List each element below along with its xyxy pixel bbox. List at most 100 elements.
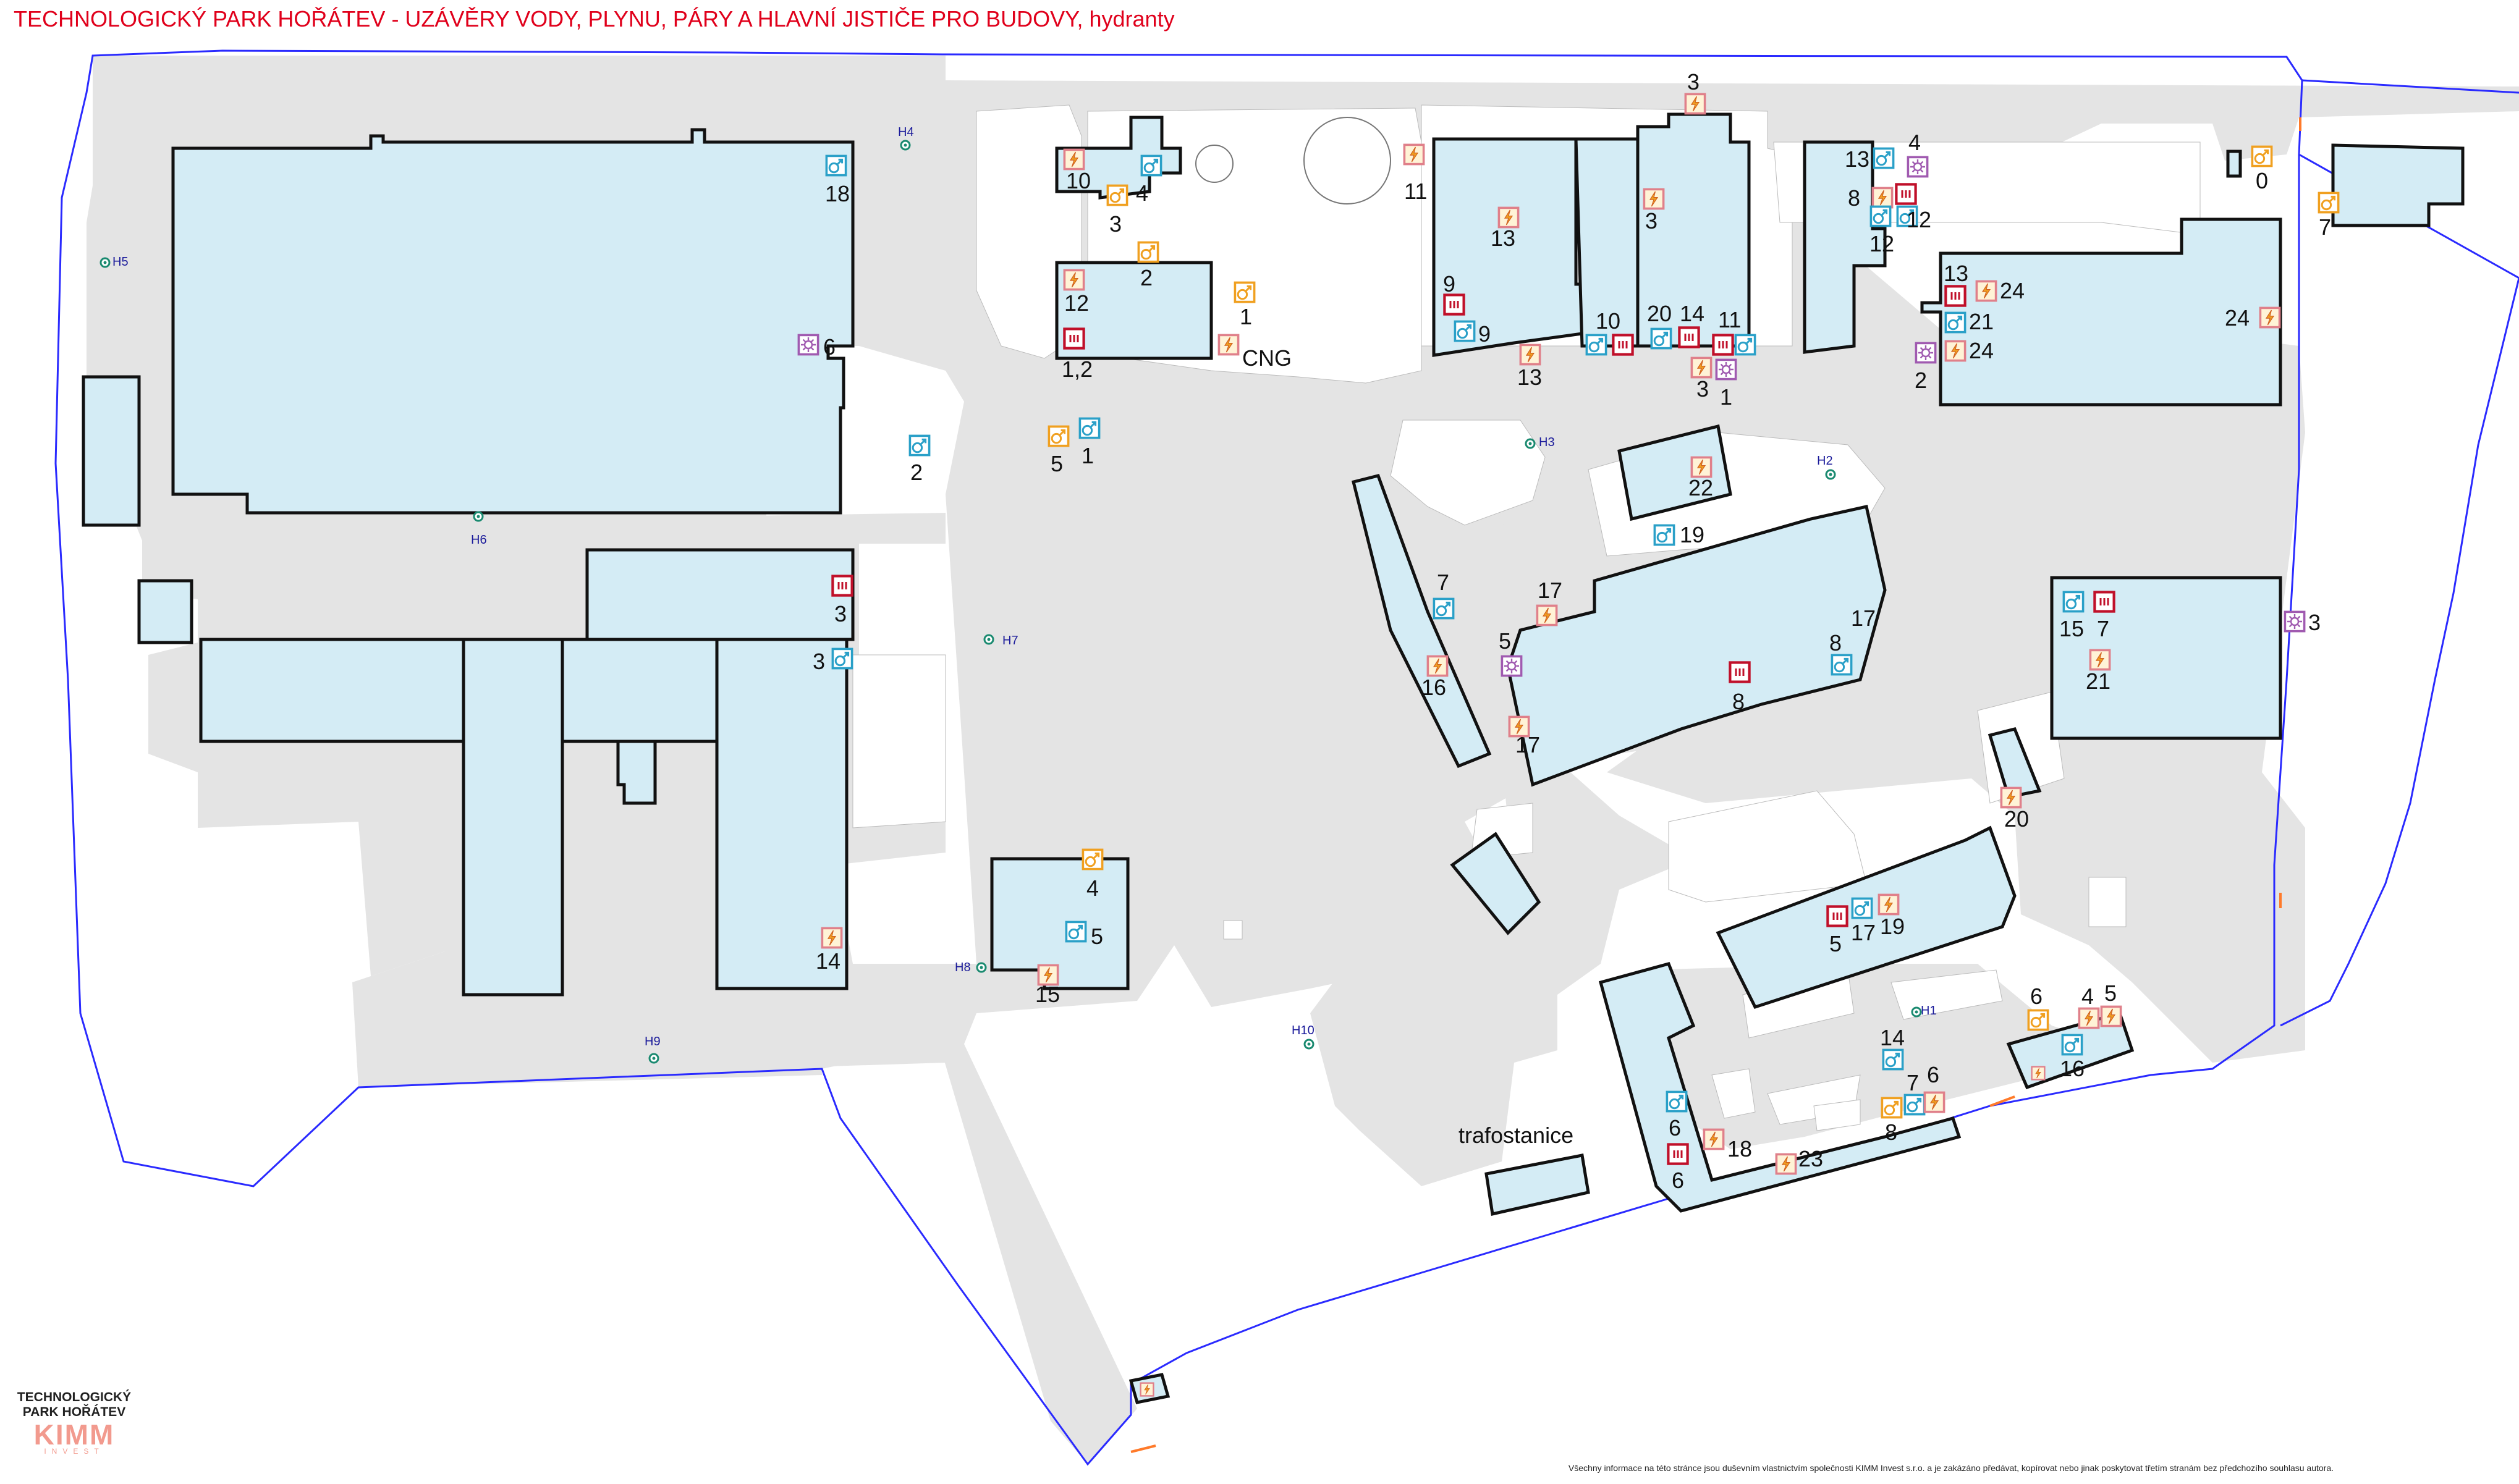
main-breaker-icon[interactable] (1643, 188, 1665, 210)
logo-line2: PARK HOŘÁTEV (22, 1405, 126, 1419)
steam-valve-icon[interactable] (1945, 286, 1965, 305)
main-breaker-icon[interactable] (2078, 1007, 2100, 1029)
site-boundary (54, 49, 2303, 1466)
water-valve-icon[interactable] (1433, 597, 1455, 620)
building-central-3 (462, 638, 564, 997)
hydrant-label: H1 (1921, 1004, 1937, 1018)
gas-valve-icon[interactable] (2027, 1009, 2049, 1031)
water-valve-icon[interactable] (1831, 654, 1853, 676)
hydrant-icon[interactable] (99, 257, 111, 268)
steam-valve-icon[interactable] (1730, 662, 1749, 681)
hydrant-icon[interactable] (1911, 1006, 1922, 1018)
water-valve-icon[interactable] (831, 647, 853, 670)
logo-sub: INVEST (44, 1447, 104, 1456)
map-label: 6 (2030, 984, 2043, 1009)
water-valve-icon[interactable] (908, 434, 931, 457)
water-valve-icon[interactable] (1734, 334, 1756, 356)
heating-icon[interactable] (1907, 156, 1929, 178)
main-breaker-icon[interactable] (1703, 1128, 1725, 1150)
water-valve-icon[interactable] (1065, 921, 1087, 943)
water-valve-icon[interactable] (1944, 311, 1967, 334)
water-valve-icon[interactable] (1873, 147, 1895, 169)
steam-valve-icon[interactable] (1896, 184, 1915, 203)
water-valve-icon[interactable] (1903, 1094, 1926, 1116)
main-breaker-icon[interactable] (1063, 148, 1085, 171)
steam-valve-icon[interactable] (1668, 1144, 1687, 1163)
main-breaker-icon[interactable] (1140, 1382, 1154, 1397)
map-label: 10 (1066, 168, 1091, 193)
gas-valve-icon[interactable] (1082, 848, 1104, 871)
main-breaker-icon[interactable] (1775, 1153, 1797, 1175)
water-valve-icon[interactable] (2062, 591, 2085, 613)
steam-valve-icon[interactable] (1613, 335, 1632, 354)
water-valve-icon[interactable] (1653, 524, 1675, 546)
hydrant-icon[interactable] (1525, 438, 1536, 449)
water-valve-icon[interactable] (1650, 327, 1672, 350)
water-valve-icon[interactable] (1454, 320, 1476, 342)
gas-valve-icon[interactable] (1234, 281, 1256, 303)
steam-valve-icon[interactable] (1444, 295, 1463, 314)
hydrant-icon[interactable] (1825, 469, 1836, 480)
water-valve-icon[interactable] (1851, 897, 1873, 919)
main-breaker-icon[interactable] (2259, 306, 2281, 329)
gas-valve-icon[interactable] (1137, 241, 1159, 263)
steam-valve-icon[interactable] (1679, 327, 1698, 347)
main-breaker-icon[interactable] (1519, 344, 1541, 366)
hydrant-icon[interactable] (983, 634, 994, 645)
gas-valve-icon[interactable] (1048, 425, 1070, 447)
steam-valve-icon[interactable] (1713, 335, 1732, 354)
steam-valve-icon[interactable] (1827, 906, 1847, 925)
map-label: 18 (1727, 1136, 1752, 1161)
hydrant-icon[interactable] (976, 962, 987, 973)
main-breaker-icon[interactable] (2031, 1066, 2046, 1081)
tank-large (1303, 117, 1391, 204)
main-breaker-icon[interactable] (1063, 269, 1085, 291)
gas-valve-icon[interactable] (2318, 192, 2340, 214)
main-breaker-icon[interactable] (1923, 1091, 1945, 1113)
main-breaker-icon[interactable] (1878, 893, 1900, 916)
main-breaker-icon[interactable] (1684, 93, 1706, 115)
water-valve-icon[interactable] (1585, 334, 1607, 356)
steam-valve-icon[interactable] (1064, 329, 1083, 348)
main-breaker-icon[interactable] (1217, 334, 1240, 356)
water-valve-icon[interactable] (1078, 417, 1101, 439)
main-breaker-icon[interactable] (1871, 187, 1894, 209)
water-valve-icon[interactable] (1882, 1048, 1904, 1071)
main-breaker-icon[interactable] (1944, 340, 1967, 362)
hydrant-icon[interactable] (1303, 1039, 1315, 1050)
gas-valve-icon[interactable] (2251, 145, 2273, 167)
hydrant-icon[interactable] (900, 140, 911, 151)
water-valve-icon[interactable] (1666, 1090, 1688, 1113)
main-breaker-icon[interactable] (1690, 456, 1712, 478)
steam-valve-icon[interactable] (832, 576, 852, 595)
heating-icon[interactable] (2284, 610, 2306, 633)
steam-valve-icon[interactable] (2094, 592, 2114, 611)
heating-icon[interactable] (797, 334, 819, 356)
main-breaker-icon[interactable] (1536, 604, 1558, 626)
main-breaker-icon[interactable] (2089, 649, 2111, 671)
main-breaker-icon[interactable] (1690, 356, 1712, 379)
building-ne-narrow (1803, 140, 1887, 354)
main-breaker-icon[interactable] (1497, 206, 1520, 229)
main-breaker-icon[interactable] (2100, 1005, 2122, 1027)
main-breaker-icon[interactable] (821, 927, 843, 949)
map-label: 1 (1240, 304, 1252, 329)
gas-valve-icon[interactable] (1106, 184, 1128, 206)
hydrant-icon[interactable] (473, 511, 484, 522)
hydrants[interactable]: H1 H2 H3 H4 H5 H6 H7 H8 H9 H10 (99, 125, 1937, 1064)
main-breaker-icon[interactable] (1426, 655, 1449, 677)
water-valve-icon[interactable] (2061, 1034, 2083, 1056)
heating-icon[interactable] (1501, 655, 1523, 677)
main-breaker-icon[interactable] (1403, 143, 1425, 166)
water-valve-icon[interactable] (1869, 205, 1892, 227)
main-breaker-icon[interactable] (1975, 280, 1997, 302)
main-breaker-icon[interactable] (2000, 786, 2022, 809)
map-label: 11 (1404, 179, 1427, 204)
gas-valve-icon[interactable] (1881, 1097, 1903, 1119)
water-valve-icon[interactable] (825, 154, 847, 177)
heating-icon[interactable] (1715, 358, 1737, 381)
hydrant-icon[interactable] (648, 1053, 659, 1064)
water-valve-icon[interactable] (1140, 154, 1162, 177)
heating-icon[interactable] (1915, 342, 1937, 364)
map-label: 4 (2081, 984, 2094, 1009)
